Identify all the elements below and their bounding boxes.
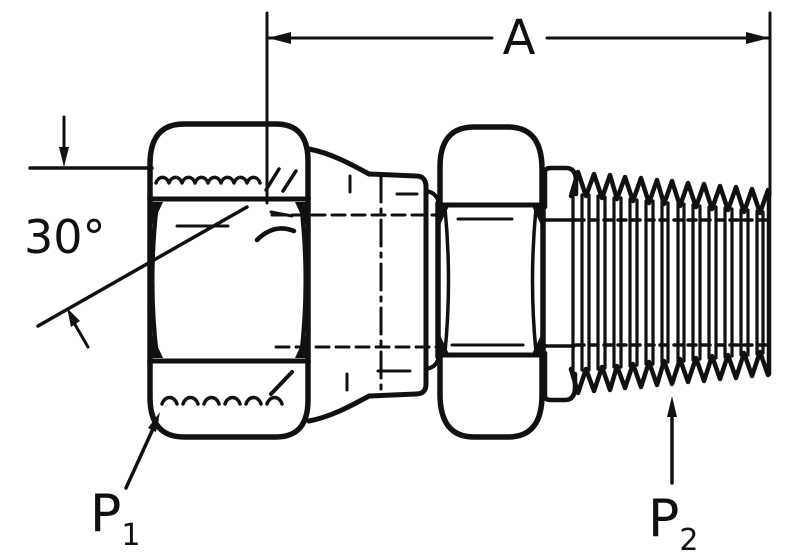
- port1-label-base: P: [90, 484, 121, 544]
- port2-label: P2: [648, 489, 698, 553]
- nut-knurl-top: [154, 175, 262, 185]
- seat-depth-callout: [28, 115, 154, 170]
- hex-top-band: [437, 124, 545, 207]
- port2-callout: [667, 396, 677, 485]
- seat-angle-label: 30°: [24, 210, 106, 264]
- arrowhead-angle-icon: [67, 308, 80, 327]
- thread-collar-bottom: [542, 350, 578, 403]
- nut-corner-shade: [150, 330, 163, 358]
- dimension-a: [265, 11, 772, 205]
- arrowhead-port2-icon: [667, 396, 677, 417]
- hex-bottom-band: [437, 353, 545, 440]
- hex-face-arc-left: [443, 206, 451, 354]
- arrowhead-down-icon: [59, 147, 69, 167]
- swivel-nut: [147, 121, 311, 440]
- hex-corner-shade: [532, 206, 543, 229]
- swivel-body: [270, 146, 441, 424]
- nut-face-arc-right: [299, 202, 308, 358]
- male-pipe-thread: [538, 165, 772, 403]
- thread-flank-lines: [571, 192, 765, 373]
- thread-crest-bottom: [568, 349, 771, 396]
- body-hex: [435, 124, 546, 440]
- hex-corner-shade: [438, 206, 449, 229]
- nut-knurl-top-ticks: [264, 167, 298, 193]
- port1-callout: [124, 412, 160, 490]
- nut-knurl-bottom-tick: [269, 370, 294, 396]
- hex-corner-shade: [438, 331, 449, 354]
- thread-crest-top: [568, 169, 771, 216]
- arrowhead-port1-icon: [148, 412, 160, 432]
- arrowhead-right-icon: [746, 32, 769, 44]
- swivel-body-outline: [306, 146, 429, 424]
- hex-corner-shade: [532, 331, 543, 354]
- line-art: [28, 11, 772, 490]
- angle-arrow-tail: [71, 319, 90, 349]
- nut-corner-shade: [295, 330, 308, 358]
- arrowhead-left-icon: [268, 32, 291, 44]
- nut-knurl-bottom: [160, 395, 284, 406]
- port2-label-sub: 2: [679, 523, 698, 553]
- port2-label-base: P: [648, 489, 679, 549]
- dimension-a-label: A: [503, 10, 536, 66]
- nut-corner-shade: [150, 202, 163, 230]
- nut-face-arc-left: [150, 202, 159, 358]
- nut-bottom-band: [147, 358, 311, 440]
- port1-leader-line: [124, 418, 159, 490]
- port1-label-sub: 1: [121, 518, 140, 553]
- hex-face-arc-right: [530, 206, 538, 354]
- nut-top-band: [147, 121, 311, 202]
- nut-seat-edge-arc: [254, 226, 297, 243]
- port1-label: P1: [90, 484, 140, 553]
